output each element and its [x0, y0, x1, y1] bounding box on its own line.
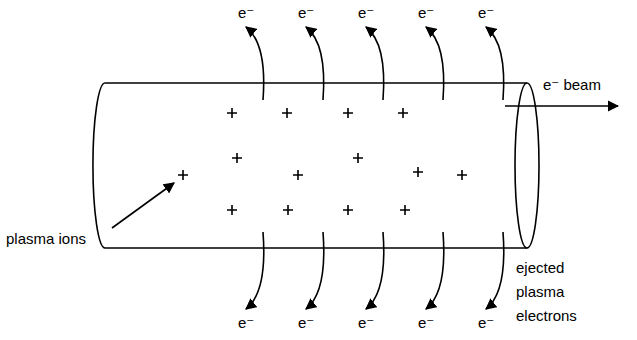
- electron-label: e⁻: [418, 4, 434, 22]
- ejection-arrow: [486, 27, 504, 100]
- electron-label: e⁻: [238, 4, 254, 22]
- electron-label: e⁻: [358, 314, 374, 332]
- ions-label: plasma ions: [6, 230, 86, 248]
- ion-symbols: [178, 108, 467, 215]
- beam-arrow: [505, 105, 618, 107]
- ejection-arrow: [366, 27, 384, 100]
- ejection-arrow: [486, 232, 504, 309]
- cylinder-outline: [93, 83, 527, 248]
- electron-label: e⁻: [478, 4, 494, 22]
- leader-line: [112, 183, 174, 228]
- ejected-electrons-label: ejected plasma electrons: [516, 256, 596, 328]
- electron-label: e⁻: [478, 314, 494, 332]
- electron-label: e⁻: [358, 4, 374, 22]
- electron-label: e⁻: [238, 314, 254, 332]
- beam-label: e⁻ beam: [543, 76, 601, 94]
- electron-label: e⁻: [418, 314, 434, 332]
- ejection-arrow: [246, 232, 264, 309]
- electron-label: e⁻: [298, 4, 314, 22]
- ejection-arrow: [246, 27, 264, 100]
- ejection-arrow: [366, 232, 384, 309]
- ejection-arrow: [306, 27, 324, 100]
- electron-label: e⁻: [298, 314, 314, 332]
- ejection-arrow: [426, 232, 444, 309]
- ejection-arrow: [426, 27, 444, 100]
- ejection-arrow: [306, 232, 324, 309]
- cylinder-end: [515, 83, 539, 248]
